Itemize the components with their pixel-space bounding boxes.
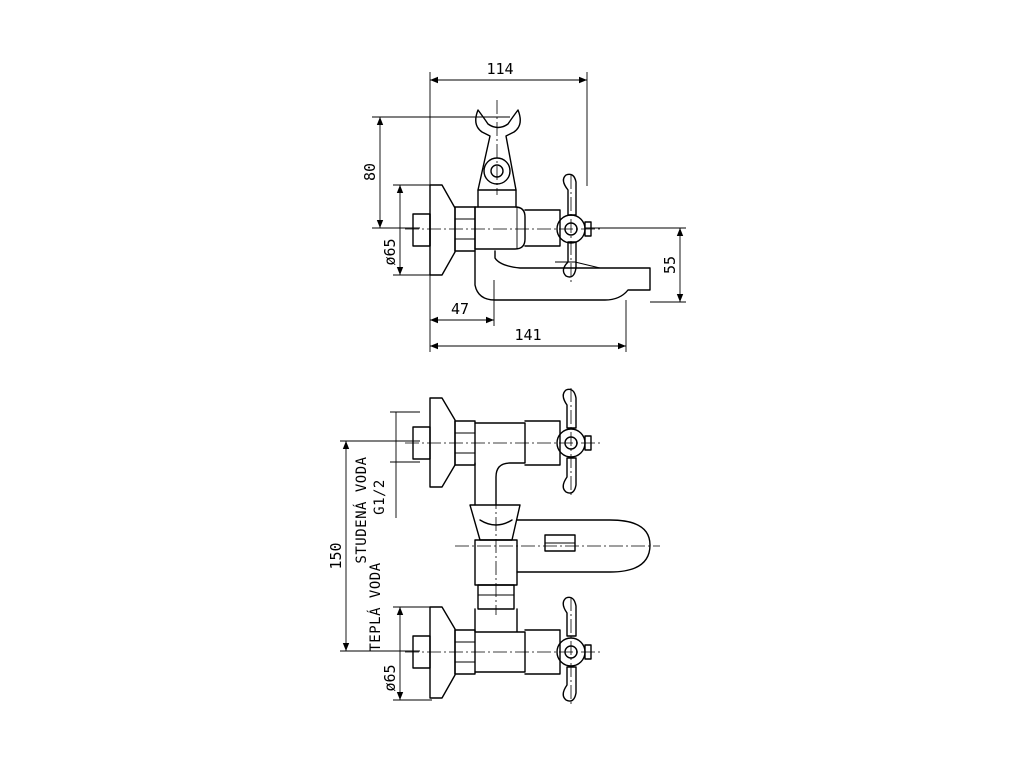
dimension-spacing: 150 — [327, 440, 420, 652]
tap-handle-lower — [556, 596, 592, 702]
spout-top — [474, 250, 651, 301]
front-view: 150 STUDENÁ VODA G1/2 TEPLÁ VODA ø65 — [327, 388, 660, 707]
upper-arm — [474, 420, 561, 506]
spout-front — [516, 519, 651, 573]
dimension-thread-upper — [390, 411, 420, 518]
label-hot-water: TEPLÁ VODA — [367, 562, 384, 651]
dim-wall-offset-text: 47 — [451, 300, 469, 318]
wall-rosette-lower — [412, 606, 476, 699]
dimension-spout-height: 55 — [585, 227, 686, 303]
lower-arm — [474, 608, 561, 675]
top-view: 114 80 ø65 47 141 — [361, 60, 686, 352]
tap-handle-upper — [556, 388, 592, 494]
label-cold-water: STUDENÁ VODA — [353, 456, 370, 563]
dim-width-total-text: 114 — [486, 60, 513, 78]
label-thread: G1/2 — [372, 479, 388, 515]
dim-spout-reach-text: 141 — [514, 326, 541, 344]
central-body — [469, 504, 521, 610]
dimension-spout-reach: 141 — [430, 300, 627, 352]
dimension-width-total: 114 — [429, 60, 588, 186]
dimension-diameter-front: ø65 — [381, 606, 432, 701]
dimension-height-holder: 80 — [361, 116, 510, 229]
dim-spout-height-text: 55 — [661, 256, 679, 274]
shower-holder-top — [475, 109, 521, 208]
mixer-body-top — [474, 206, 561, 250]
dimension-diameter-top: ø65 — [381, 184, 432, 276]
dim-diameter-front-text: ø65 — [381, 664, 399, 691]
dim-spacing-text: 150 — [327, 542, 345, 569]
wall-rosette-top — [412, 184, 456, 276]
wall-rosette-upper — [412, 397, 476, 488]
dim-height-holder-text: 80 — [361, 163, 379, 181]
dimension-wall-offset: 47 — [429, 275, 495, 352]
dim-diameter-top-text: ø65 — [381, 238, 399, 265]
